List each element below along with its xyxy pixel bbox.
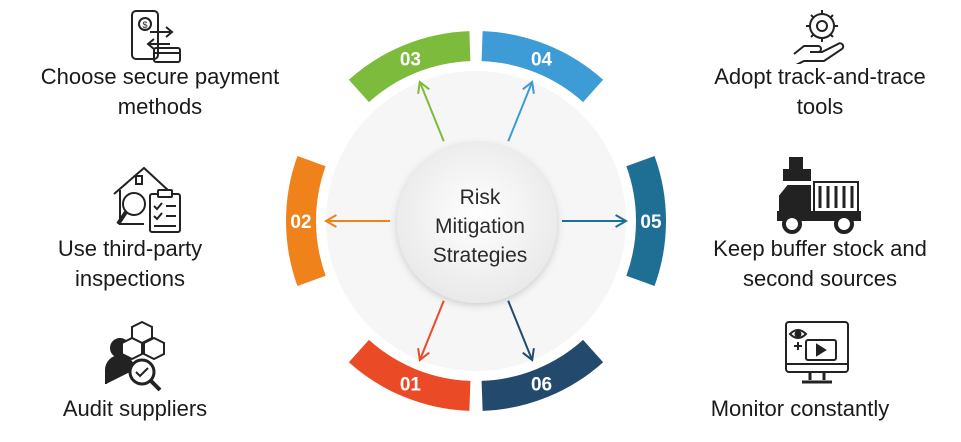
segment-number-05: 05 — [640, 212, 662, 233]
ring-segment-02 — [286, 156, 326, 286]
arrowhead-06 — [522, 348, 535, 362]
svg-text:$: $ — [142, 20, 147, 30]
strategy-label-monitor: Monitor constantly — [710, 396, 890, 421]
strategy-label-track: Adopt track-and-trace tools — [714, 64, 926, 119]
strategy-label-buffer: Keep buffer stock and second sources — [713, 236, 927, 291]
arrow-06 — [507, 300, 534, 361]
segment-number-02: 02 — [290, 212, 311, 233]
ring-segment-01 — [348, 339, 471, 411]
mobile-payment-icon: $ — [124, 8, 184, 69]
delivery-truck-icon — [774, 156, 866, 241]
ring-segment-05 — [626, 156, 666, 286]
arrowhead-01 — [417, 348, 430, 362]
arrowhead-02 — [324, 214, 337, 228]
strategy-label-audit: Audit suppliers — [62, 396, 208, 421]
monitor-screen-icon — [780, 318, 854, 395]
ring-segment-06 — [481, 339, 604, 411]
ring-segment-04 — [481, 31, 604, 103]
center-circle — [397, 143, 557, 303]
arrowhead-05 — [615, 214, 629, 228]
strategy-label-payment: Choose secure payment methods — [40, 64, 280, 119]
house-inspection-icon — [108, 164, 188, 241]
center-line-1: Risk — [460, 186, 501, 209]
arrow-03 — [418, 81, 445, 142]
arrowhead-03 — [417, 80, 430, 94]
segment-number-06: 06 — [531, 374, 552, 395]
center-line-2: Mitigation — [435, 215, 525, 238]
arrowhead-04 — [522, 80, 535, 94]
segment-number-04: 04 — [531, 50, 553, 71]
supplier-audit-icon — [104, 318, 176, 399]
ring-segment-03 — [348, 31, 471, 103]
arrow-01 — [418, 300, 445, 361]
arrow-04 — [507, 81, 534, 142]
segment-number-03: 03 — [400, 50, 421, 71]
hand-gear-icon — [790, 8, 850, 69]
strategy-label-inspections: Use third-party inspections — [57, 236, 203, 291]
center-line-3: Strategies — [433, 244, 528, 267]
segment-number-01: 01 — [400, 374, 422, 395]
